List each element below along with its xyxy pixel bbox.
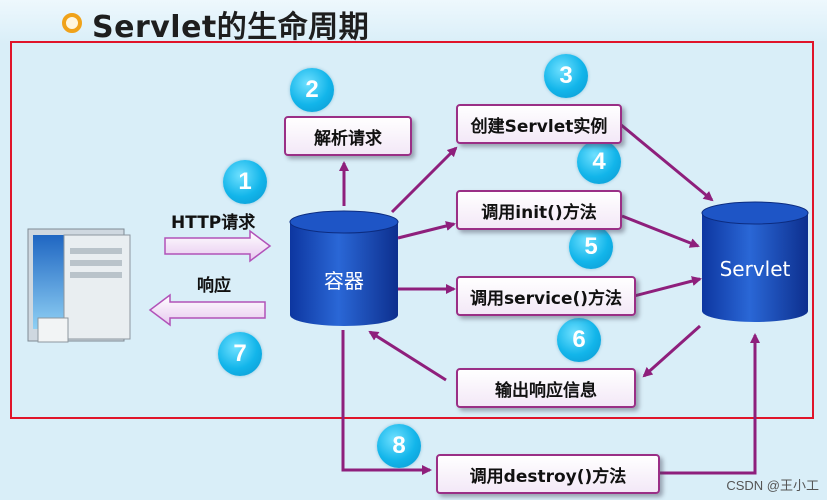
call-init-box: 调用init()方法	[456, 190, 622, 230]
step-badge-3: 3	[544, 54, 588, 98]
step-badge-8: 8	[377, 424, 421, 468]
bullet-icon	[62, 13, 82, 33]
arrow-servlet-to-output	[642, 324, 701, 378]
call-service-box: 调用service()方法	[456, 276, 636, 316]
output-response-box: 输出响应信息	[456, 368, 636, 408]
arrow-container-to-destroy	[341, 330, 432, 475]
arrow-init-to-servlet	[621, 214, 700, 248]
parse-request-box: 解析请求	[284, 116, 412, 156]
header-band	[0, 0, 827, 44]
servlet-cylinder	[701, 201, 809, 322]
arrow-output-to-container	[368, 330, 447, 382]
response-arrow	[148, 293, 266, 327]
arrow-destroy-to-servlet	[660, 333, 760, 475]
call-destroy-box: 调用destroy()方法	[436, 454, 660, 494]
step-badge-5: 5	[569, 225, 613, 269]
arrow-service-to-servlet	[633, 276, 702, 298]
step-badge-6: 6	[557, 318, 601, 362]
container-label: 容器	[324, 269, 364, 293]
create-instance-box: 创建Servlet实例	[456, 104, 622, 144]
diagram-frame	[10, 41, 814, 419]
request-arrow	[164, 229, 272, 263]
arrow-container-to-init	[397, 221, 456, 240]
arrow-container-to-create	[390, 146, 458, 214]
page-title: Servlet的生命周期	[92, 10, 370, 45]
step-badge-4: 4	[577, 140, 621, 184]
step-badge-2: 2	[290, 68, 334, 112]
watermark: CSDN @王小工	[726, 478, 819, 493]
step-badge-7: 7	[218, 332, 262, 376]
container-cylinder	[289, 210, 399, 326]
computer-icon	[27, 228, 131, 343]
step-badge-1: 1	[223, 160, 267, 204]
arrow-create-to-servlet	[619, 122, 714, 202]
response-label: 响应	[197, 276, 231, 296]
http-request-label: HTTP请求	[171, 213, 256, 233]
servlet-label: Servlet	[719, 257, 791, 281]
